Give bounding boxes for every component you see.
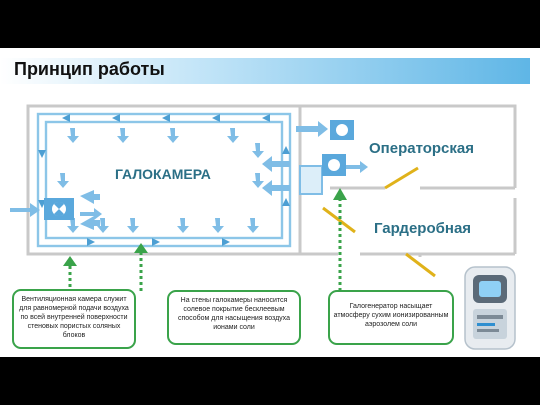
duct-arrow bbox=[112, 114, 120, 122]
chamber-label: ГАЛОКАМЕРА bbox=[115, 166, 211, 182]
airflow-arrow bbox=[167, 128, 179, 143]
duct-inner bbox=[44, 120, 284, 240]
fan-icon bbox=[336, 124, 348, 136]
generator-duct bbox=[299, 165, 323, 195]
airflow-arrow bbox=[67, 128, 79, 143]
ventilation-fan bbox=[44, 198, 74, 220]
duct-arrow bbox=[162, 114, 170, 122]
pointer-arrowhead bbox=[63, 256, 77, 266]
wardrobe-wall bbox=[360, 252, 515, 257]
duct-arrow bbox=[38, 150, 46, 158]
title-strip bbox=[0, 58, 530, 84]
airflow-arrow bbox=[57, 173, 69, 188]
duct-outlet-arrow bbox=[296, 121, 328, 137]
airflow-arrows bbox=[57, 128, 264, 233]
airflow-arrow bbox=[227, 128, 239, 143]
top-letterbox bbox=[0, 0, 540, 48]
intake-arrow bbox=[80, 216, 100, 230]
intake-arrow bbox=[80, 208, 102, 220]
airflow-arrow bbox=[252, 173, 264, 188]
duct-outlet-arrow bbox=[262, 156, 290, 172]
exhaust-arrow bbox=[10, 203, 40, 217]
airflow-arrow bbox=[97, 218, 109, 233]
door-operator bbox=[384, 166, 419, 190]
door-chamber bbox=[322, 206, 356, 234]
airflow-arrow bbox=[67, 218, 79, 233]
halogenerator-device-image bbox=[464, 266, 516, 350]
duct-arrow bbox=[152, 238, 160, 246]
airflow-arrow bbox=[247, 218, 259, 233]
duct-arrow bbox=[282, 146, 290, 154]
callout-salt-coating: На стены галокамеры наносится солевое по… bbox=[167, 290, 301, 345]
slide-title: Принцип работы bbox=[14, 59, 165, 79]
airflow-arrow bbox=[127, 218, 139, 233]
duct-arrows bbox=[38, 114, 290, 246]
intake-arrow bbox=[80, 190, 100, 204]
airflow-arrow bbox=[212, 218, 224, 233]
green-pointers bbox=[63, 188, 347, 292]
duct-arrow bbox=[87, 238, 95, 246]
duct-arrow bbox=[262, 114, 270, 122]
airflow-arrow bbox=[177, 218, 189, 233]
exhaust-arrows bbox=[10, 190, 102, 230]
doors bbox=[322, 166, 436, 278]
airflow-arrow bbox=[117, 128, 129, 143]
duct-outer bbox=[36, 112, 292, 248]
callout-ventilation: Вентиляционная камера служит для равноме… bbox=[12, 289, 136, 349]
fan-icon bbox=[328, 159, 340, 171]
right-fans bbox=[262, 120, 368, 196]
duct-arrow bbox=[212, 114, 220, 122]
duct-outlet-arrow bbox=[346, 161, 368, 173]
pointer-arrowhead bbox=[333, 188, 347, 200]
duct-arrow bbox=[222, 238, 230, 246]
slide-content: Принцип работы bbox=[0, 48, 540, 357]
callout-halogenerator: Галогенератор насыщает атмосферу сухим и… bbox=[328, 290, 454, 345]
bottom-letterbox bbox=[0, 357, 540, 405]
wardrobe-label: Гардеробная bbox=[374, 220, 472, 237]
duct-outlet-arrow bbox=[262, 180, 290, 196]
outer-wall bbox=[300, 104, 517, 256]
air-duct bbox=[36, 112, 292, 248]
duct-arrow bbox=[282, 198, 290, 206]
pointer-arrowhead bbox=[134, 243, 148, 253]
operator-label: Операторская bbox=[369, 140, 474, 157]
duct-arrow bbox=[62, 114, 70, 122]
floor-plan-diagram bbox=[10, 104, 517, 292]
door-wardrobe bbox=[405, 252, 436, 278]
airflow-arrow bbox=[252, 143, 264, 158]
